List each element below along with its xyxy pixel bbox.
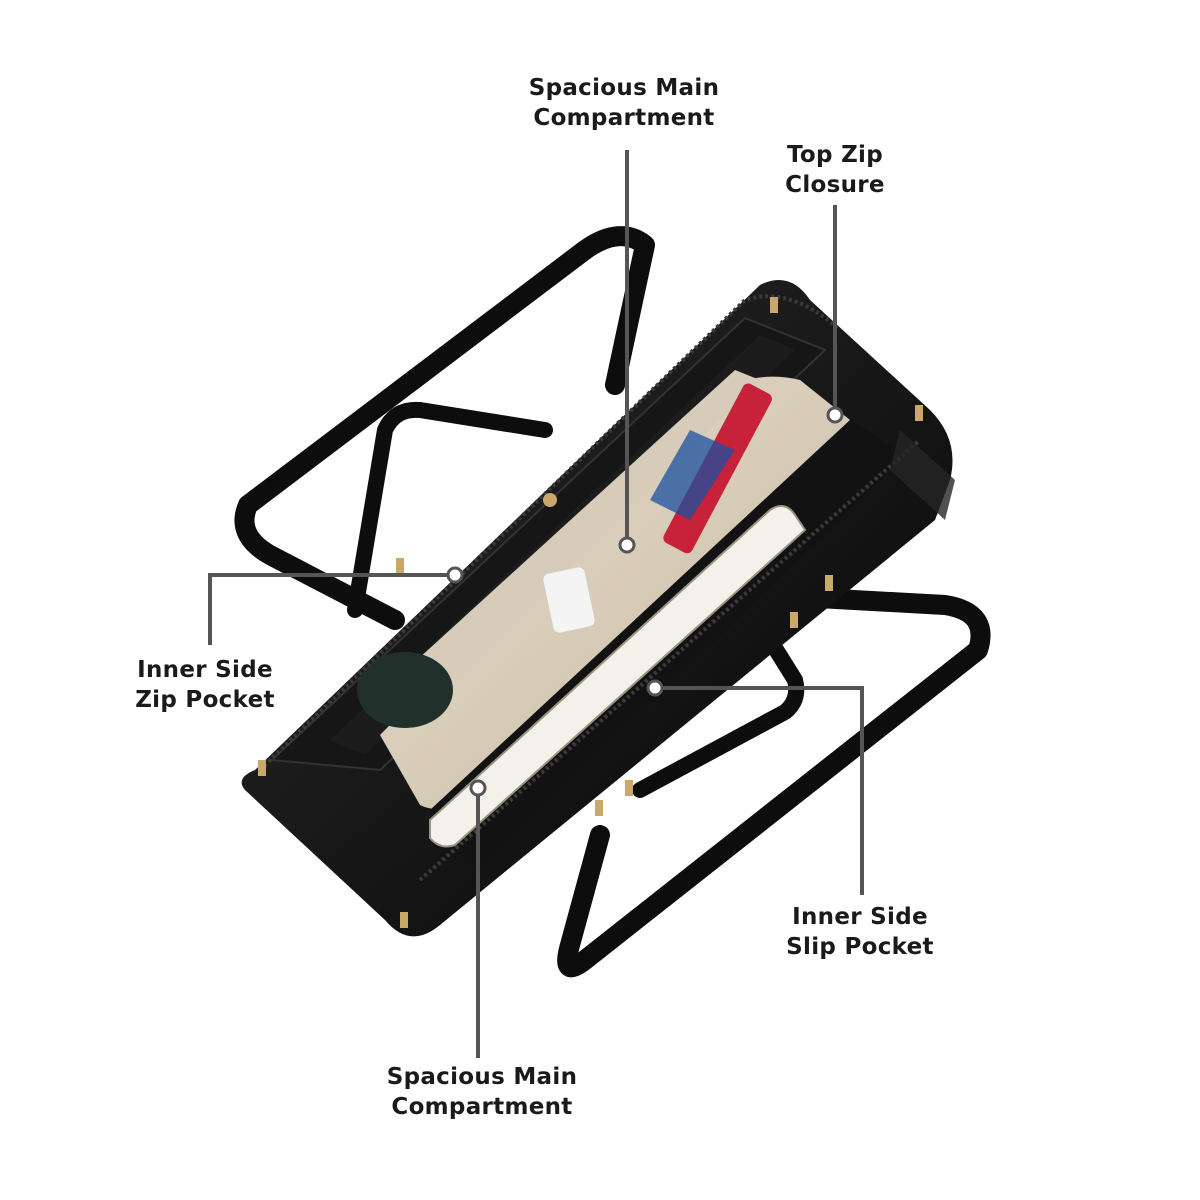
gold-hardware: [258, 297, 923, 928]
callout-inner-side-zip-pocket: Inner Side Zip Pocket: [125, 655, 285, 715]
callout-text: Slip Pocket: [786, 934, 934, 960]
callout-inner-side-slip-pocket: Inner Side Slip Pocket: [780, 902, 940, 962]
callout-text: Inner Side: [792, 904, 928, 930]
callout-main-compartment-top: Spacious Main Compartment: [524, 73, 724, 133]
perfume-bottle-item: [357, 652, 453, 728]
callout-text: Compartment: [533, 105, 715, 131]
callout-text: Top Zip: [786, 142, 884, 168]
front-handle-strap: [557, 588, 991, 978]
callout-text: Compartment: [391, 1094, 573, 1120]
callout-text: Zip Pocket: [135, 687, 275, 713]
book-item: [429, 505, 807, 848]
callout-text: Inner Side: [137, 657, 273, 683]
back-handle-strap: [234, 226, 655, 630]
callout-main-compartment-bottom: Spacious Main Compartment: [382, 1062, 582, 1122]
top-zip-track: [258, 294, 842, 772]
callout-text: Spacious Main: [386, 1064, 578, 1090]
main-compartment-lining: [380, 376, 850, 809]
callout-dots: [446, 406, 844, 797]
bag-body: [241, 280, 955, 937]
callout-text: Spacious Main: [528, 75, 720, 101]
callout-leaders: [208, 150, 864, 1058]
callout-top-zip-closure: Top Zip Closure: [770, 140, 900, 200]
callout-text: Closure: [785, 172, 885, 198]
